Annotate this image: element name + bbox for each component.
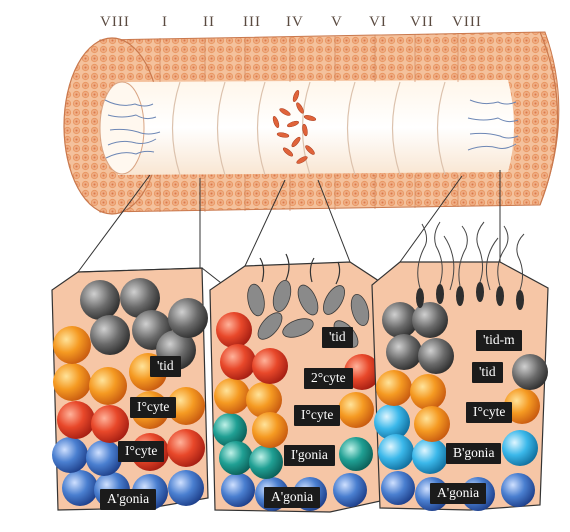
seminiferous-tubule [64, 32, 559, 214]
label-primary-spermatocyte-left-upper: I°cyte [130, 397, 176, 418]
label-spermatid-right: 'tid [472, 362, 503, 383]
label-primary-spermatocyte-left-lower: I°cyte [118, 441, 164, 462]
label-b-spermatogonia-right: B'gonia [446, 443, 501, 464]
label-spermatid-middle: 'tid [322, 327, 353, 348]
label-mature-spermatid-right: 'tid-m [476, 330, 522, 351]
label-a-spermatogonia-left: A'gonia [100, 489, 156, 510]
label-primary-spermatocyte-right: I°cyte [466, 402, 512, 423]
panel-right [372, 222, 548, 511]
panel-left [52, 268, 230, 510]
label-secondary-spermatocyte-middle: 2°cyte [304, 368, 353, 389]
label-spermatid-left: 'tid [150, 356, 181, 377]
label-intermediate-spermatogonia-middle: I'gonia [284, 445, 335, 466]
panel-middle [210, 254, 385, 512]
label-primary-spermatocyte-middle: I°cyte [294, 405, 340, 426]
label-a-spermatogonia-middle: A'gonia [264, 487, 320, 508]
label-a-spermatogonia-right: A'gonia [430, 483, 486, 504]
